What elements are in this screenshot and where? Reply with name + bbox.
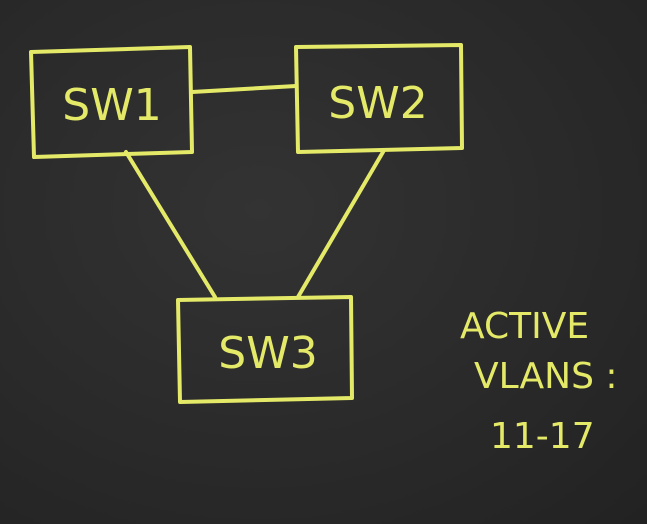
link-sw1-sw2 <box>190 84 298 94</box>
node-box <box>294 43 464 154</box>
node-sw3: SW3 <box>176 295 354 404</box>
note-line-3: 11-17 <box>490 416 595 457</box>
node-label: SW2 <box>328 78 427 129</box>
note-line-1: ACTIVE <box>460 306 589 347</box>
node-sw2: SW2 <box>294 43 464 154</box>
vlan-note: ACTIVE VLANS : 11-17 <box>460 306 618 457</box>
link-sw2-sw3 <box>296 150 385 299</box>
node-sw1: SW1 <box>29 45 194 159</box>
link-sw1-sw3 <box>124 150 217 299</box>
node-label: SW1 <box>62 80 161 131</box>
note-line-2: VLANS : <box>474 356 618 397</box>
node-box <box>176 295 354 404</box>
node-label: SW3 <box>218 328 317 379</box>
node-box <box>29 45 194 159</box>
